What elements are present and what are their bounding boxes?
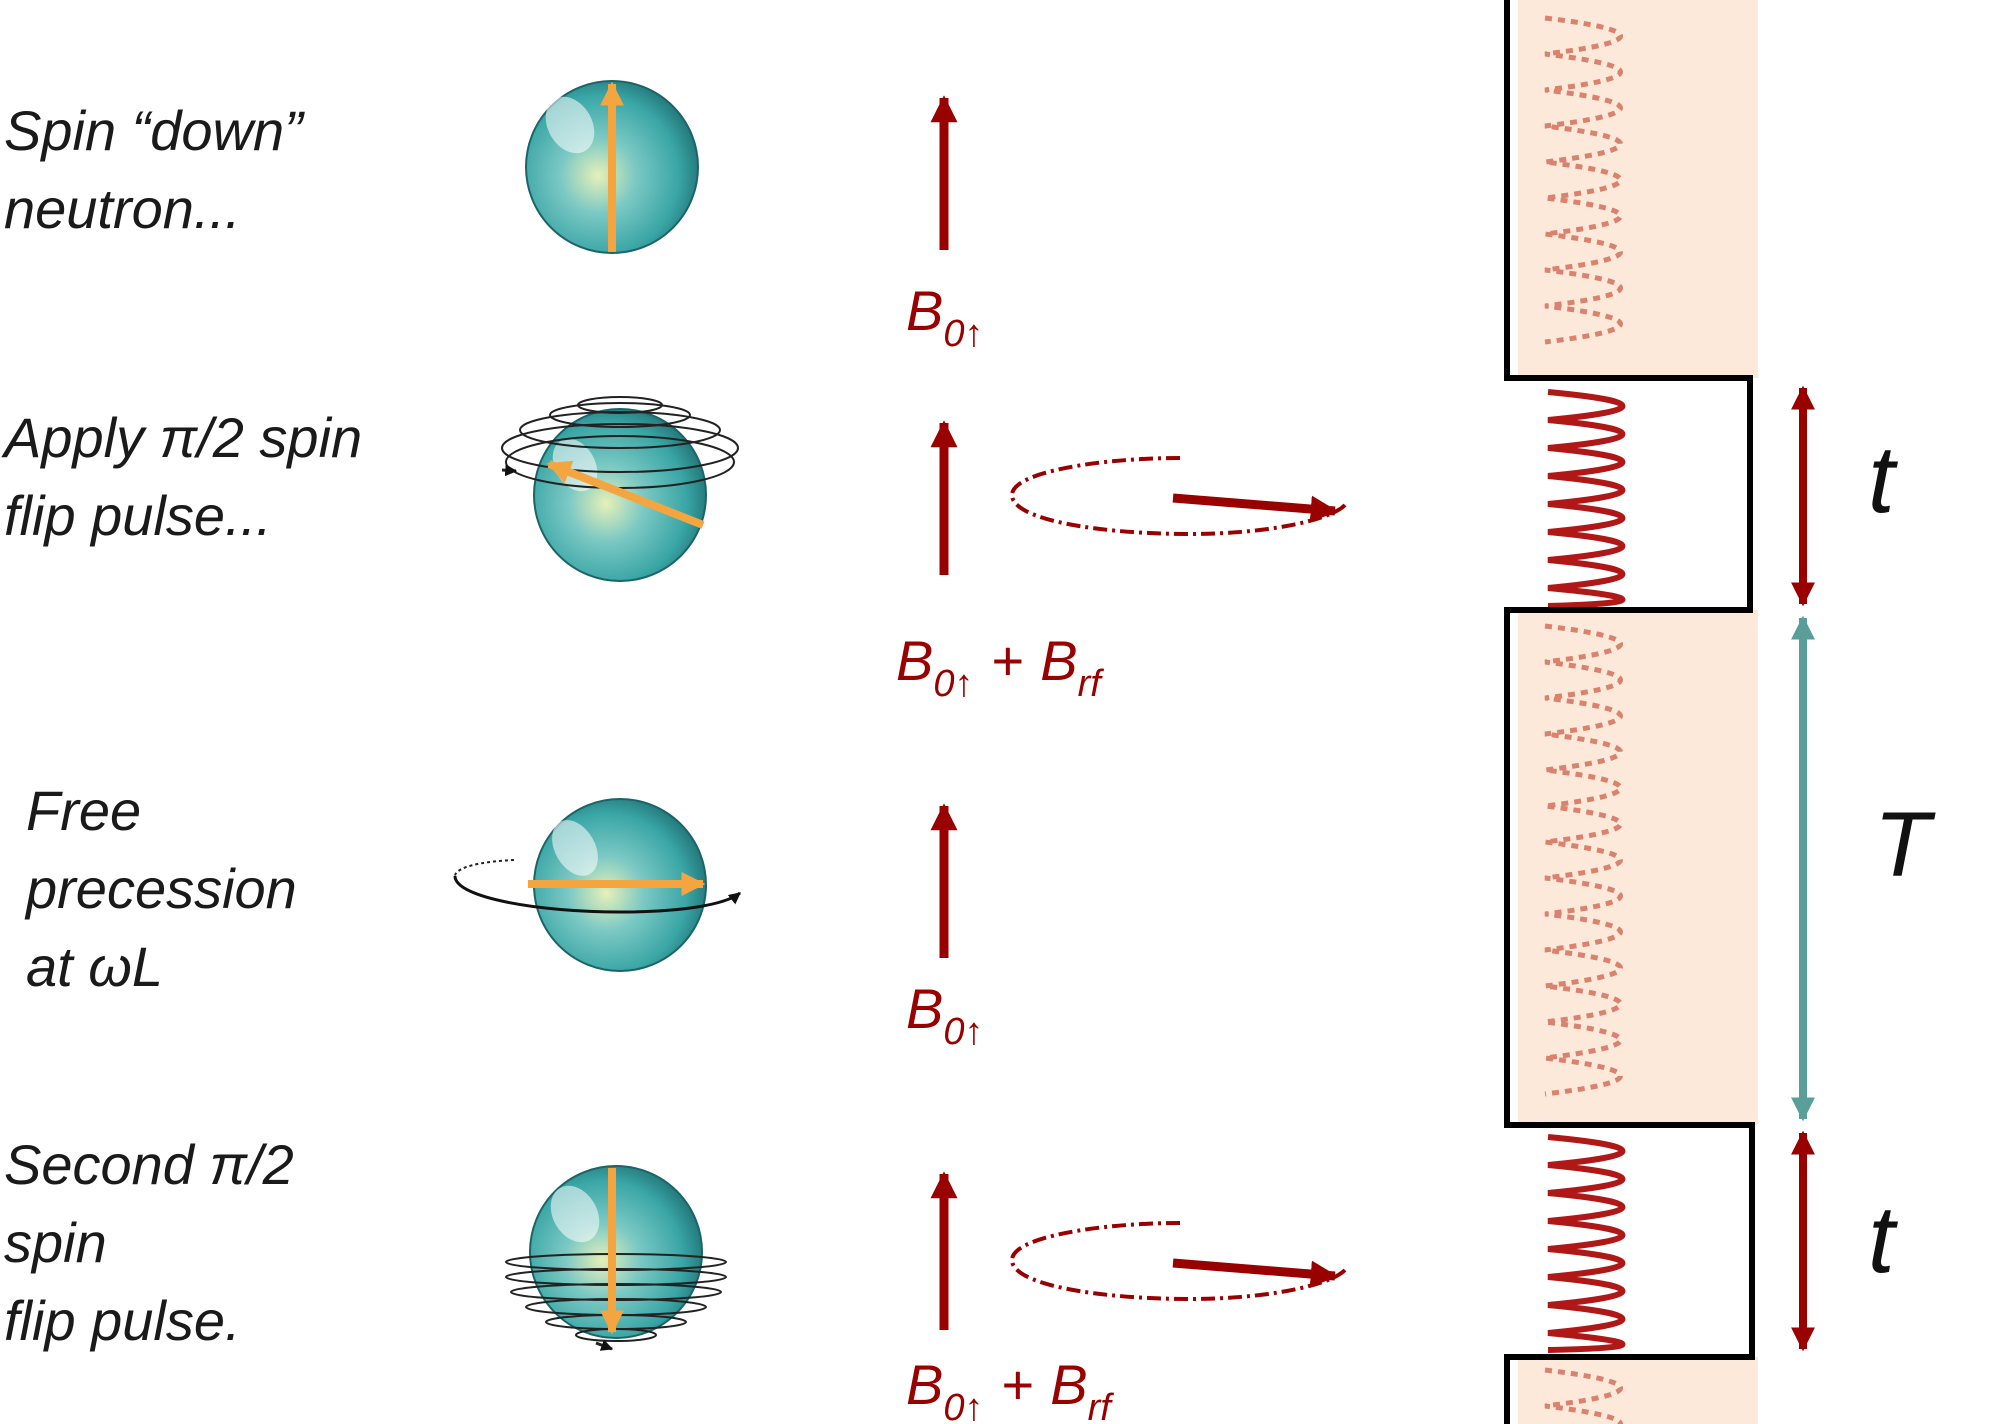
field-label-1: B0↑ — [906, 279, 984, 355]
dotted-wave-2 — [1544, 623, 1623, 1097]
pulse-duration-label-2: t — [1868, 1186, 1898, 1293]
step-3-line-2: precession — [26, 857, 297, 920]
pulse-wave-1 — [1547, 389, 1626, 609]
dotted-wave-1 — [1544, 15, 1623, 345]
step-1-line-2: neutron... — [4, 177, 241, 240]
neutron-sphere-1 — [525, 80, 699, 254]
dotted-wave-3 — [1544, 1367, 1623, 1424]
step-3-label: Free precession at ωL — [26, 772, 297, 1006]
step-2-line-2: flip pulse... — [4, 484, 272, 547]
field-label-4: B0↑+Brf — [906, 1353, 1114, 1424]
step-3-line-1: Free — [26, 779, 142, 842]
field-label-2: B0↑+Brf — [896, 629, 1104, 705]
step-1-line-1: Spin “down” — [4, 99, 303, 162]
rf-field-arrow-1 — [1172, 493, 1338, 523]
neutron-sphere-3 — [453, 798, 741, 972]
pulse-wave-2 — [1547, 1134, 1626, 1353]
step-4-line-1: Second π/2 — [4, 1133, 294, 1196]
timing-band-1 — [1518, 0, 1758, 378]
step-4-label: Second π/2 spin flip pulse. — [4, 1126, 294, 1360]
step-4-line-3: flip pulse. — [4, 1289, 241, 1352]
field-label-3: B0↑ — [906, 977, 984, 1053]
timing-band-3 — [1518, 1357, 1758, 1424]
neutron-sphere-2 — [501, 396, 739, 582]
neutron-sphere-4 — [505, 1165, 727, 1351]
rf-rotation-path-1 — [1009, 456, 1347, 537]
pulse-duration-label-1: t — [1868, 426, 1898, 533]
rf-field-arrow-2 — [1172, 1258, 1338, 1288]
gap-duration-label: T — [1874, 794, 1936, 896]
pulse-envelope — [1504, 0, 1755, 1424]
step-2-label: Apply π/2 spin flip pulse... — [4, 399, 362, 555]
step-4-line-2: spin — [4, 1211, 107, 1274]
rf-rotation-path-2 — [1009, 1221, 1347, 1302]
step-2-line-1: Apply π/2 spin — [4, 406, 363, 469]
timing-band-2 — [1518, 610, 1758, 1125]
step-1-label: Spin “down” neutron... — [4, 92, 303, 248]
step-3-line-3: at ωL — [26, 935, 164, 998]
